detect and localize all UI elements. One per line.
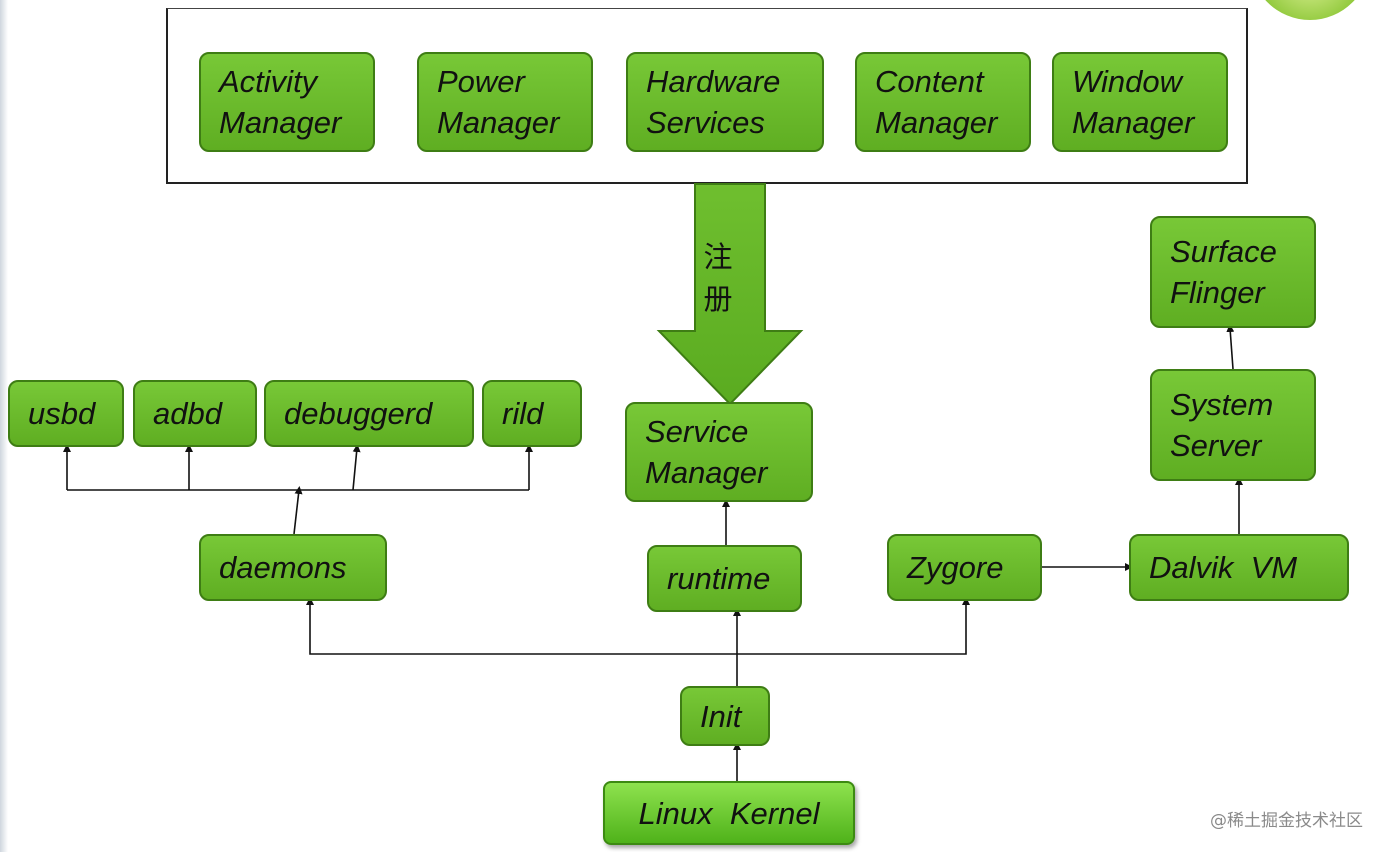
register-label: 注 册	[700, 236, 736, 320]
surface-flinger-box: Surface Flinger	[1150, 216, 1316, 328]
usbd-box: usbd	[8, 380, 124, 447]
system-server-line2: Server	[1170, 428, 1262, 463]
window-manager-box: Window Manager	[1052, 52, 1228, 152]
activity-manager-line1: Activity	[219, 64, 318, 99]
watermark: @稀土掘金技术社区	[1210, 811, 1363, 831]
service-manager-line2: Manager	[645, 455, 768, 490]
init-zygote-connector	[737, 597, 970, 655]
adbd-box: adbd	[133, 380, 257, 447]
hardware-services-line1: Hardware	[646, 64, 781, 99]
system-server-line1: System	[1170, 387, 1274, 422]
init-box: Init	[680, 686, 770, 746]
register-char-1: 注	[703, 240, 733, 274]
daemons-bus-connector	[293, 486, 303, 535]
debuggerd-label: debuggerd	[284, 396, 433, 431]
daemons-label: daemons	[219, 550, 347, 585]
power-manager-box: Power Manager	[417, 52, 593, 152]
service-manager-box: Service Manager	[625, 402, 813, 502]
activity-manager-line2: Manager	[219, 105, 342, 140]
usbd-label: usbd	[28, 396, 96, 431]
init-daemons-connector	[306, 597, 737, 655]
debuggerd-box: debuggerd	[264, 380, 474, 447]
rild-box: rild	[482, 380, 582, 447]
service-manager-line1: Service	[645, 414, 749, 449]
register-char-2: 册	[703, 282, 733, 316]
zygote-label: Zygore	[907, 550, 1004, 585]
zygote-box: Zygore	[887, 534, 1042, 601]
register-arrow	[656, 183, 804, 406]
content-manager-box: Content Manager	[855, 52, 1031, 152]
slide-edge	[0, 0, 8, 852]
window-manager-line1: Window	[1072, 64, 1182, 99]
daemons-box: daemons	[199, 534, 387, 601]
bus-debuggerd-connector	[352, 444, 361, 491]
systemserver-surfaceflinger-connector	[1226, 324, 1235, 370]
power-manager-line2: Manager	[437, 105, 560, 140]
rild-label: rild	[502, 396, 544, 431]
content-manager-line1: Content	[875, 64, 984, 99]
init-label: Init	[700, 698, 742, 734]
surface-flinger-line1: Surface	[1170, 234, 1277, 269]
runtime-label: runtime	[667, 561, 771, 596]
surface-flinger-line2: Flinger	[1170, 275, 1265, 310]
system-server-box: System Server	[1150, 369, 1316, 481]
dalvik-vm-box: Dalvik VM	[1129, 534, 1349, 601]
hardware-services-box: Hardware Services	[626, 52, 824, 152]
hardware-services-line2: Services	[646, 105, 765, 140]
adbd-label: adbd	[153, 396, 222, 431]
linux-kernel-label: Linux Kernel	[638, 795, 820, 831]
activity-manager-box: Activity Manager	[199, 52, 375, 152]
runtime-box: runtime	[647, 545, 802, 612]
dalvik-vm-label: Dalvik VM	[1149, 550, 1298, 585]
content-manager-line2: Manager	[875, 105, 998, 140]
power-manager-line1: Power	[437, 64, 525, 99]
linux-kernel-box: Linux Kernel	[603, 781, 855, 845]
window-manager-line2: Manager	[1072, 105, 1195, 140]
